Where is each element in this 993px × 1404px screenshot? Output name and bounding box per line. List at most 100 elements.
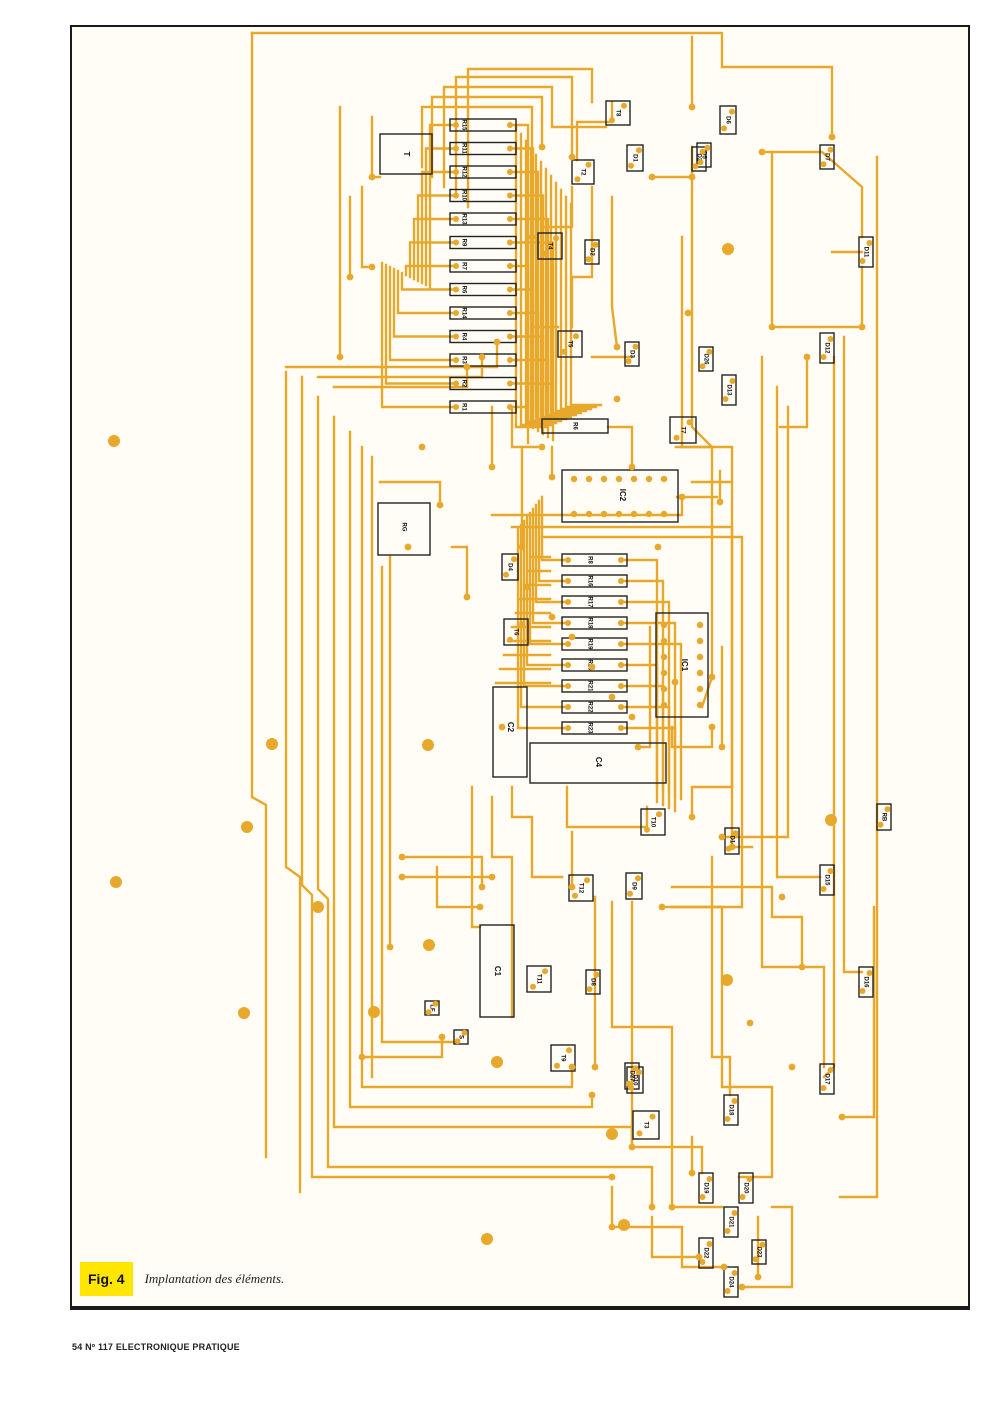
copper-trace [722,405,790,839]
copper-trace [606,425,634,469]
solder-pad [628,1143,636,1151]
solder-pad [724,1116,731,1122]
solder-pad [542,968,548,975]
component-outline [698,1172,714,1204]
solder-pad [644,826,650,833]
solder-pad [684,309,692,317]
solder-pad [706,1241,713,1247]
copper-trace [690,145,714,449]
component-outline [738,1172,754,1204]
component-outline [723,1266,739,1298]
solder-pad [585,510,593,518]
solder-pad [759,1241,766,1248]
component-outline [550,1044,576,1072]
solder-pad [722,396,729,402]
solder-pad [453,333,459,340]
solder-pad [453,380,459,387]
solder-pad [574,176,581,183]
solder-pad [884,806,891,813]
component-label: T2 [579,168,585,176]
solder-pad [493,338,501,346]
copper-trace [400,271,458,291]
solder-pad [686,419,693,426]
copper-trace [300,375,614,1179]
solder-pad [507,169,513,175]
solder-pad [404,543,412,551]
component-outline [561,616,628,630]
solder-pad [507,239,513,246]
solder-pad [630,475,638,483]
solder-pad [488,873,496,881]
copper-trace [525,515,570,667]
copper-trace [537,499,570,583]
component-label: D4 [506,563,512,571]
component-label: R15 [460,119,466,131]
copper-trace [822,355,836,1079]
copper-trace [510,525,734,819]
solder-pad [548,613,556,621]
solder-pad [453,263,459,269]
solder-pad [627,890,633,897]
copper-trace [544,167,578,417]
component-outline [526,965,552,993]
copper-trace [630,900,704,1175]
copper-trace [490,795,514,1019]
solder-pad [754,1273,762,1281]
copper-trace [442,85,608,189]
solder-pad [788,1063,796,1071]
component-outline [537,232,563,260]
copper-trace [778,355,809,429]
copper-trace [549,174,583,415]
component-outline [377,502,431,556]
solder-pad [565,557,571,563]
solder-pad [628,713,636,721]
solder-pad [732,830,739,837]
solder-pad [565,578,571,584]
solder-pad [453,216,459,222]
figure-caption-text: Implantation des éléments. [144,1271,285,1286]
component-outline [819,864,835,896]
solder-pad [478,883,486,891]
solder-pad [507,333,513,340]
solder-pad [699,148,706,155]
copper-trace [378,480,442,507]
solder-pad [752,1256,759,1263]
component-label: D2 [588,248,594,256]
solder-pad [613,343,621,351]
component-outline [449,235,517,250]
component-label: R18 [586,617,592,629]
component-label: D13 [725,384,731,396]
solder-pad [859,988,866,994]
component-outline [819,144,835,170]
solder-pad [820,1085,827,1091]
solder-pad [706,1176,713,1182]
solder-pad [488,463,496,471]
solder-pad [827,336,834,342]
copper-trace [838,155,879,1199]
component-label: T7 [679,426,685,434]
solder-pad [241,821,253,833]
solder-pad [568,633,576,641]
component-label: D26 [702,353,708,365]
solder-pad [635,875,641,882]
copper-trace [508,217,550,421]
solder-pad [358,1053,366,1061]
solder-pad [588,663,596,671]
solder-pad [573,333,579,340]
component-outline [449,400,517,414]
component-label: D19 [702,1182,708,1194]
component-label: D18 [727,1104,733,1116]
solder-pad [538,143,546,151]
component-label: R11 [460,143,466,154]
solder-pad [507,286,513,293]
solder-pad [453,192,459,199]
component-label: R23 [586,722,592,734]
component-outline [669,416,697,444]
solder-pads [108,102,891,1294]
copper-trace [700,445,714,709]
solder-pad [708,673,716,681]
copper-trace [360,185,374,269]
solder-pad [618,620,624,626]
solder-pad [618,683,624,689]
component-outline [571,159,595,185]
